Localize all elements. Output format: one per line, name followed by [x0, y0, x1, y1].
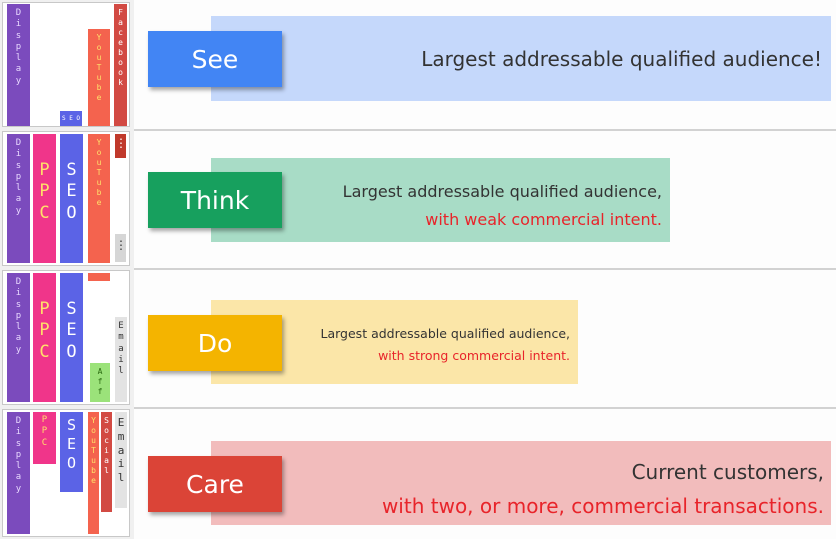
channel-bar-affiliate: A f f [90, 363, 110, 402]
channel-bar-youtube: Y o u T u b e [88, 412, 99, 534]
channel-bar-seo: S E O [60, 134, 83, 263]
channel-bar-ppc: P P C [33, 412, 56, 464]
channel-bar-seo: S E O [60, 273, 83, 402]
channel-bar-email: E m a i l [115, 412, 127, 508]
stage-band-care [211, 441, 831, 525]
stage-label-see: See [148, 31, 282, 87]
channel-bar-ppc: P P C [33, 134, 56, 263]
stage-description-care: Current customers, with two, or more, co… [381, 460, 824, 518]
channel-bar-ppc: P P C [33, 273, 56, 402]
channel-panel-think: D i s p l a y P P C S E O Y o u T u b e … [2, 131, 130, 266]
channel-panel-see: D i s p l a y S E O Y o u T u b e F a c … [2, 2, 130, 127]
channel-bar-youtube-stub [88, 273, 110, 281]
stage-description-do: Largest addressable qualified audience, … [320, 326, 570, 363]
row-divider [134, 407, 836, 409]
stage-description-see: Largest addressable qualified audience! [421, 47, 822, 71]
stage-label-care: Care [148, 456, 282, 512]
channel-bar-display: D i s p l a y [7, 4, 30, 126]
channel-bar-display: D i s p l a y [7, 412, 30, 534]
channel-bar-seo: S E O [60, 111, 82, 126]
channel-bar-display: D i s p l a y [7, 273, 30, 402]
stage-label-do: Do [148, 315, 282, 371]
channel-bar-youtube: Y o u T u b e [88, 134, 110, 263]
stage-band-see [211, 16, 831, 101]
channel-bar-social: S o c i a l [101, 412, 112, 512]
channel-panel-do: D i s p l a y P P C S E O A f f E m a i … [2, 270, 130, 405]
stage-label-think: Think [148, 172, 282, 228]
channel-bar-more-grey: ⋮ [115, 234, 126, 262]
row-divider [134, 129, 836, 131]
stage-description-think: Largest addressable qualified audience, … [342, 182, 662, 229]
channel-bar-facebook: F a c e b o o k [114, 4, 127, 126]
stage-band-think [211, 158, 670, 242]
channel-bar-email: E m a i l [115, 317, 127, 402]
channel-bar-youtube: Y o u T u b e [88, 29, 110, 126]
channel-bar-more-red: ⋮ [115, 134, 126, 158]
channel-bar-seo: S E O [60, 412, 83, 492]
channel-panel-care: D i s p l a y P P C S E O Y o u T u b e … [2, 409, 130, 537]
channel-bar-display: D i s p l a y [7, 134, 30, 263]
row-divider [134, 268, 836, 270]
